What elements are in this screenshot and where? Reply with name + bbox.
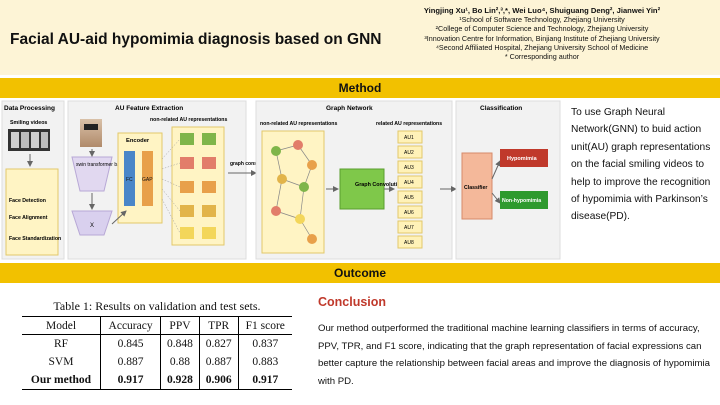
nonrel-au-label: non-related AU representations: [150, 117, 227, 123]
affiliation-2: ²College of Computer Science and Technol…: [435, 24, 649, 34]
results-table: Model Accuracy PPV TPR F1 score RF 0.845…: [22, 316, 292, 390]
gap-label: GAP: [142, 177, 153, 183]
table-header-row: Model Accuracy PPV TPR F1 score: [22, 316, 292, 335]
panel-title-classification: Classification: [480, 105, 522, 112]
video-label: Smiling videos: [10, 120, 47, 126]
au-item-5: AU5: [404, 195, 414, 201]
panel-title-graph-network: Graph Network: [326, 105, 373, 112]
au-graph-nodes: [271, 140, 317, 244]
col-model: Model: [22, 316, 101, 335]
graph-nonrel-label: non-related AU representations: [260, 121, 337, 127]
au-item-8: AU8: [404, 240, 414, 246]
step-face-standardization: Face Standardization: [9, 236, 61, 242]
cell: 0.88: [160, 353, 200, 371]
graph-construction-label: graph construction: [230, 161, 276, 167]
cell: 0.848: [160, 334, 200, 353]
panel-classification: Classification Classifier Hypomimia Non-…: [455, 100, 561, 260]
cell: 0.917: [100, 371, 162, 390]
cell: 0.837: [252, 338, 279, 350]
au-item-3: AU3: [404, 165, 414, 171]
related-au-label: related AU representations: [376, 121, 442, 127]
outcome-section-header: Outcome: [0, 263, 720, 283]
corresponding-note: * Corresponding author: [504, 52, 580, 62]
affiliation-3: ³Innovation Centre for Information, Binj…: [424, 33, 660, 43]
panel-graph-network: Graph Network non-related AU representat…: [255, 100, 453, 260]
affiliation-4: ⁴Second Affiliated Hospital, Zhejiang Un…: [435, 42, 649, 52]
au-item-7: AU7: [404, 225, 414, 231]
face-image-icon: [80, 119, 102, 147]
poster-title: Facial AU-aid hypomimia diagnosis based …: [10, 31, 382, 48]
method-section-header: Method: [0, 78, 720, 98]
cell: Our method: [22, 371, 101, 390]
cell: RF: [22, 334, 101, 353]
table-caption: Table 1: Results on validation and test …: [53, 299, 261, 313]
encoder-to-cubes-lines: [161, 138, 181, 234]
panel-title-au-extraction: AU Feature Extraction: [115, 105, 183, 112]
cell: 0.928: [160, 371, 200, 390]
affiliation-1: ¹School of Software Technology, Zhejiang…: [459, 15, 625, 25]
table-row: Our method 0.917 0.928 0.906 0.917: [22, 371, 292, 390]
cell: 0.906: [199, 371, 239, 390]
poster-header: Facial AU-aid hypomimia diagnosis based …: [0, 0, 720, 75]
col-tpr: TPR: [199, 316, 239, 335]
backbone-label: swin transformer backbone: [76, 162, 136, 168]
graph-conv-label: Graph Convolution: [355, 182, 404, 188]
col-accuracy: Accuracy: [100, 316, 162, 335]
step-face-alignment: Face Alignment: [9, 215, 48, 221]
au-item-2: AU2: [404, 150, 414, 156]
x-label: X: [90, 223, 94, 229]
cell: 0.827: [199, 334, 239, 353]
table-row: RF 0.845 0.848 0.827 0.837: [22, 334, 292, 353]
panel-au-feature-extraction: AU Feature Extraction swin transformer b…: [67, 100, 247, 260]
fc-label: FC: [126, 177, 133, 183]
cell: 0.887: [100, 353, 162, 371]
au-list: AU1 AU2 AU3 AU4 AU5 AU6 AU7 AU8: [397, 130, 423, 249]
author-block: Yingjing Xu¹, Bo Lin²,³,*, Wei Luo⁴, Shu…: [372, 6, 712, 61]
author-names: Yingjing Xu¹, Bo Lin²,³,*, Wei Luo⁴, Shu…: [423, 6, 661, 15]
cell: 0.845: [100, 334, 162, 353]
au-item-4: AU4: [404, 180, 414, 186]
method-description: To use Graph Neural Network(GNN) to buid…: [571, 107, 711, 223]
col-ppv: PPV: [160, 316, 200, 335]
table-row: SVM 0.887 0.88 0.887 0.883: [22, 353, 292, 371]
conclusion-title: Conclusion: [318, 295, 387, 309]
col-f1: F1 score: [238, 316, 292, 335]
cell: 0.883: [252, 356, 279, 368]
panel-data-processing: Data Processing Smiling videos Face Dete…: [1, 100, 65, 260]
class-non-hypomimia: Non-hypomimia: [502, 198, 541, 204]
au-item-1: AU1: [404, 135, 414, 141]
au-feature-cubes: [180, 133, 216, 239]
classifier-label: Classifier: [464, 185, 487, 191]
class-hypomimia: Hypomimia: [507, 156, 538, 162]
encoder-label: Encoder: [126, 138, 150, 144]
cell: 0.887: [199, 353, 239, 371]
method-diagram: Data Processing Smiling videos Face Dete…: [0, 99, 562, 261]
cell: 0.917: [238, 371, 292, 390]
video-frames-icon: [8, 129, 50, 151]
au-item-6: AU6: [404, 210, 414, 216]
results-table-block: Table 1: Results on validation and test …: [22, 299, 292, 390]
conclusion-text: Our method outperformed the traditional …: [318, 323, 710, 387]
step-face-detection: Face Detection: [9, 198, 46, 204]
cell: SVM: [22, 353, 101, 371]
panel-title-data-processing: Data Processing: [4, 105, 55, 112]
